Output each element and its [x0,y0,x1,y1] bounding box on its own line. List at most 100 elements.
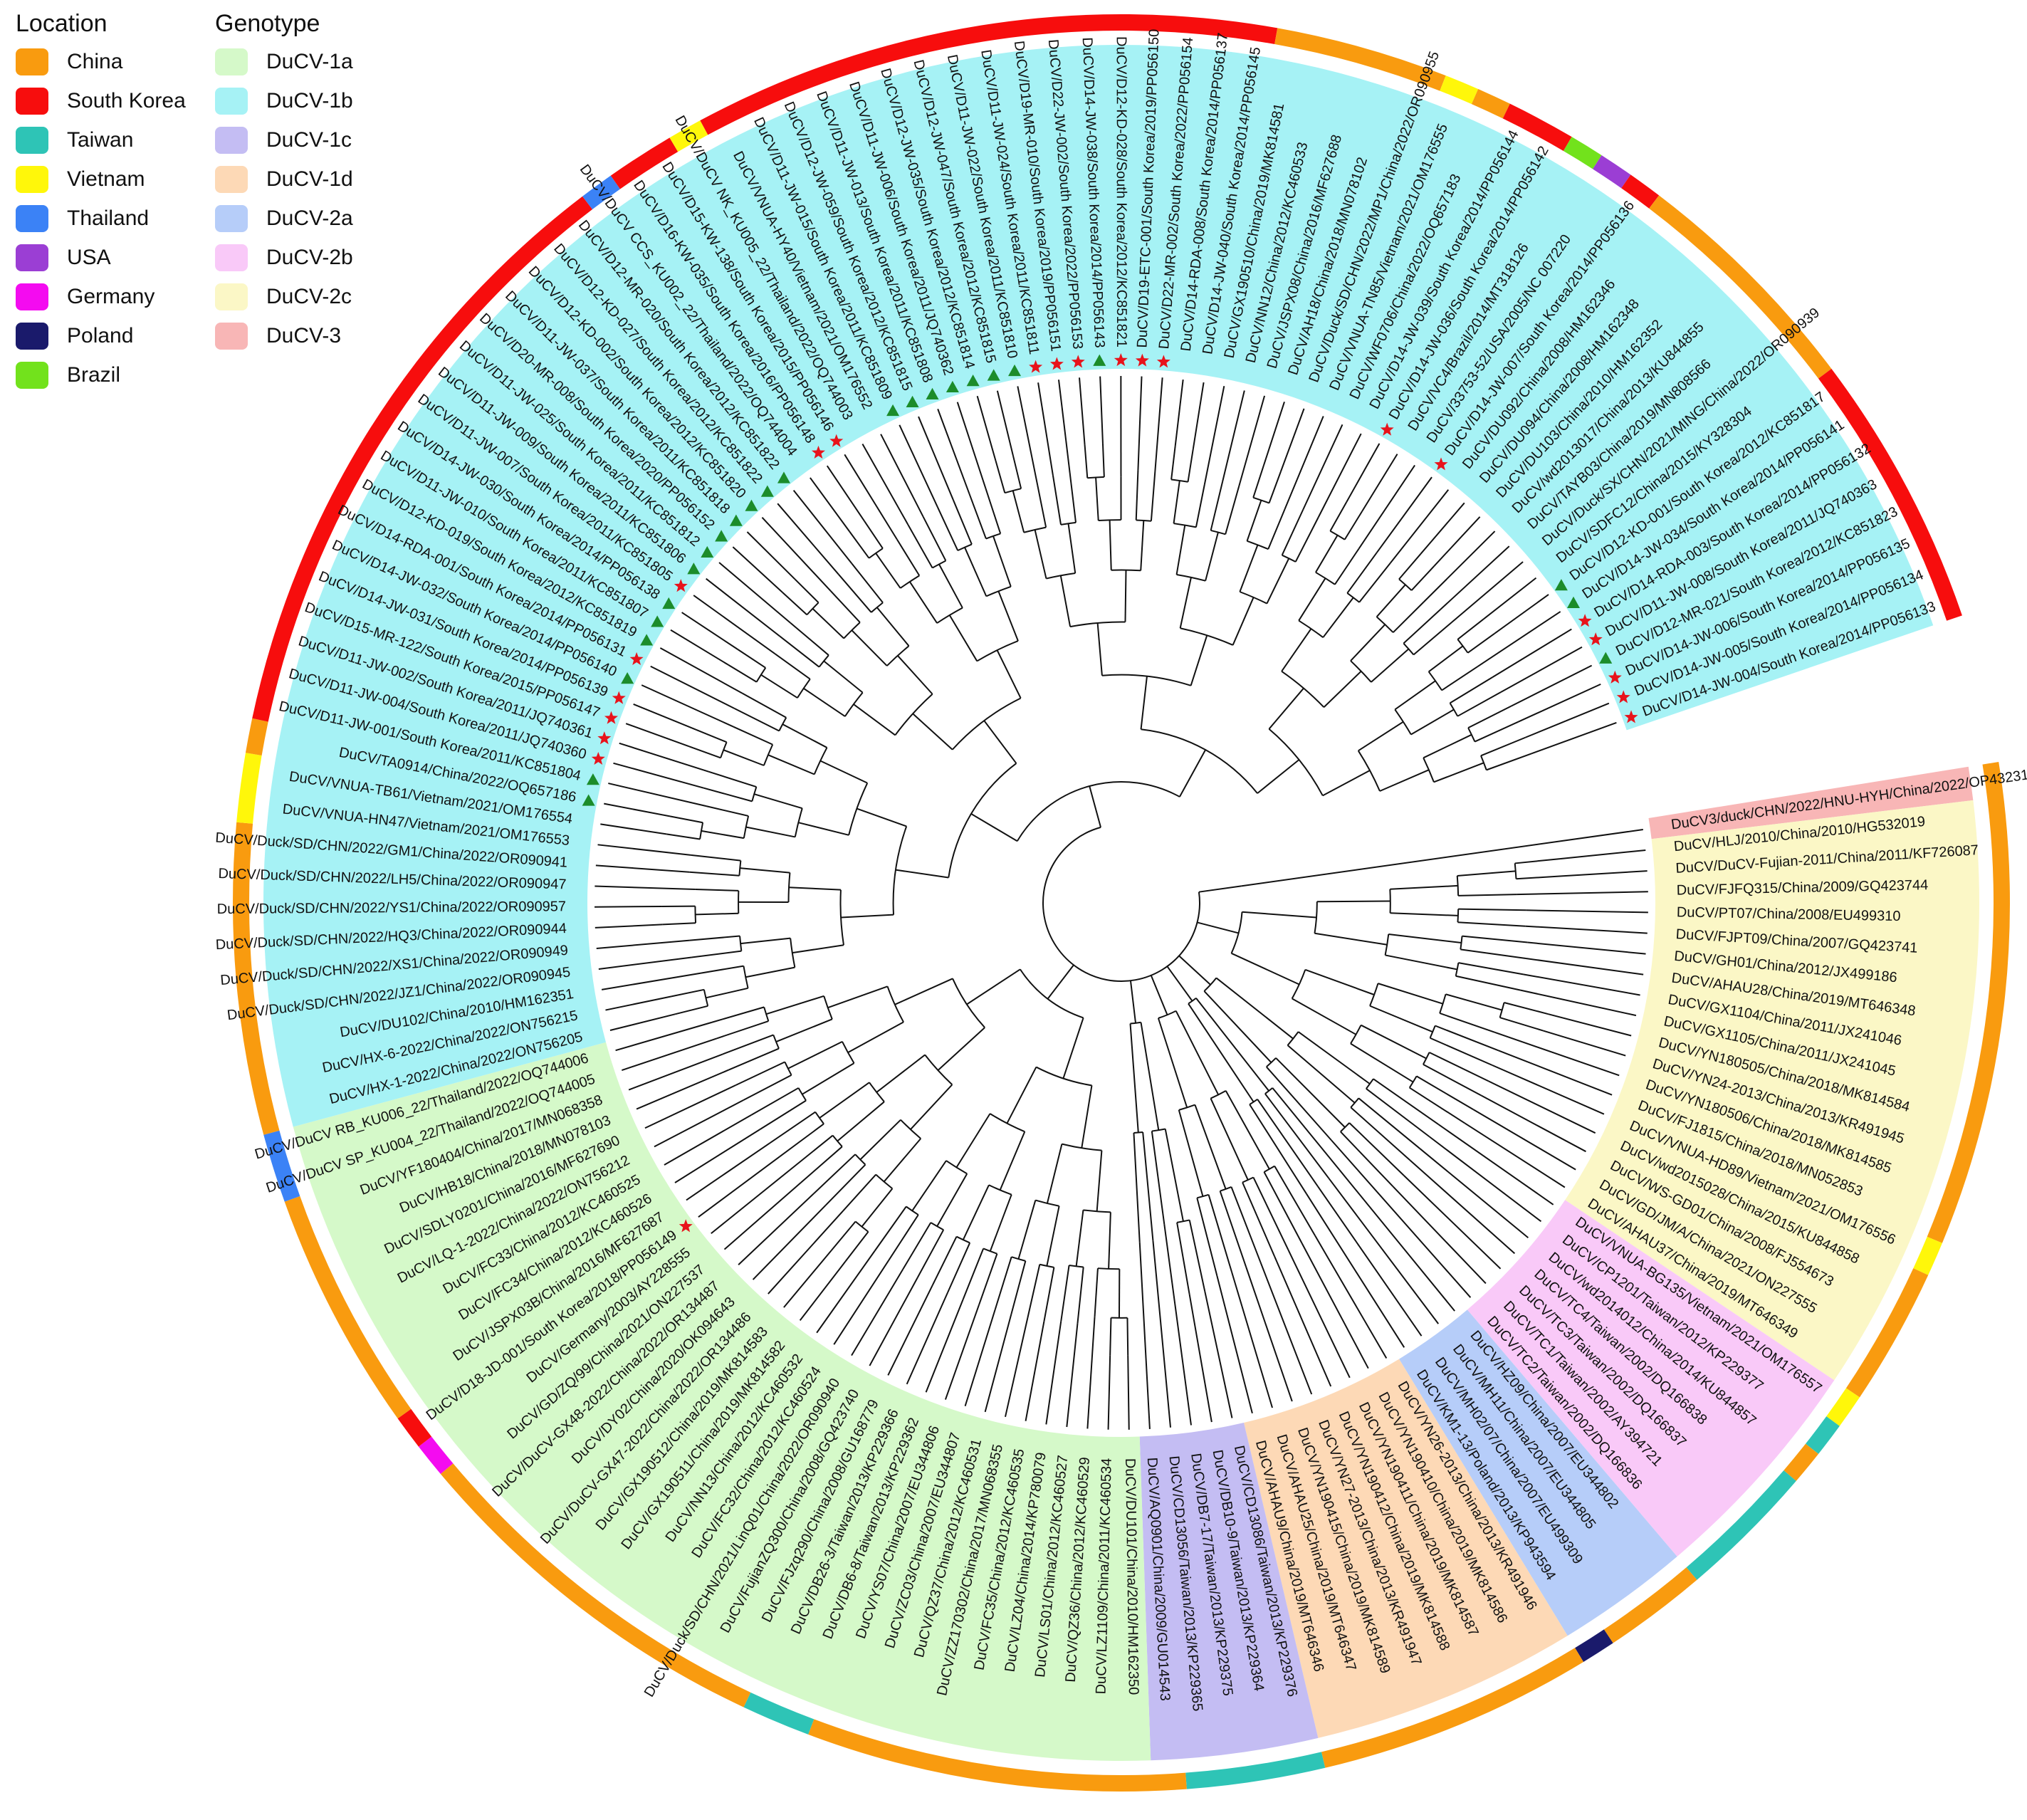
tree-branch [728,1047,780,1071]
tree-branch [1494,1031,1620,1077]
tree-branch [1242,911,1317,919]
tree-branch [1140,676,1148,730]
legend-swatch [215,48,248,75]
legend-swatch [215,165,248,193]
tree-branch [1458,894,1517,896]
tree-branch [615,1021,713,1052]
tree-branch [1188,1003,1255,1103]
tree-branch [670,629,729,666]
legend-item: Germany [16,277,186,316]
tree-branch [864,521,884,549]
tree-branch [1210,481,1224,531]
leaf-label: DuCV/Duck/SD/CHN/2022/YS1/China/2022/OR0… [217,899,566,917]
legend-swatch [16,126,48,154]
genotype-sectors [263,45,1979,1761]
location-ring-segment [440,1463,751,1707]
tree-branch [722,1034,774,1055]
legend-swatch [16,165,48,193]
star-marker-icon [597,731,612,745]
tree-branch [1390,884,1458,890]
location-ring-segment [1649,195,1832,379]
tree-branch [1010,1260,1027,1314]
tree-branch [1334,548,1360,585]
tree-branch [1376,476,1432,553]
tree-branch [1373,1078,1439,1125]
legend-item: China [16,42,186,81]
tree-branch [1190,634,1208,686]
triangle-marker-icon [729,514,743,526]
triangle-marker-icon [946,380,959,393]
tree-branch [703,787,753,802]
location-ring-segment [397,1408,432,1447]
star-marker-icon [1624,710,1638,723]
tree-branch [1101,443,1105,477]
location-ring-segment [245,718,268,756]
tree-branch [838,574,872,613]
tree-branch [1173,480,1180,524]
tree-branch [1124,570,1127,622]
tree-branch [956,402,987,488]
tree-branch [628,1053,723,1091]
tree-branch [1428,645,1464,673]
tree-branch [1385,954,1457,971]
tree-branch [1266,558,1290,605]
location-ring-segment [1621,174,1660,209]
tree-branch [1108,1212,1111,1269]
star-marker-icon [1029,360,1043,373]
legend-swatch [16,87,48,115]
tree-branch [947,1243,971,1293]
tree-branch [1561,870,1648,877]
tree-branch [859,1119,901,1161]
tree-branch [1095,477,1099,521]
legend-item: DuCV-2c [215,277,353,316]
tree-branch [1314,1235,1388,1359]
tree-branch [1457,618,1484,640]
location-ring-segment [1784,1443,1819,1481]
tree-branch [1410,708,1455,736]
tree-branch [1150,975,1168,1015]
tree-branch [1094,1268,1099,1317]
tree-branch [733,726,773,746]
location-ring [233,14,2010,1792]
tree-branch [1494,594,1549,634]
tree-branch [783,1250,832,1308]
star-marker-icon [1616,690,1630,704]
tree-branch [1317,1186,1423,1337]
tree-branch [992,535,1012,587]
tree-branch [1140,1022,1160,1131]
tree-branch [745,966,795,978]
tree-branch [595,905,662,908]
tree-branch [1188,1220,1206,1292]
tree-branch [1410,565,1435,591]
tree-branch [1481,1094,1586,1153]
tree-branch [1429,1136,1542,1223]
tree-branch [1455,975,1521,991]
tree-branch [1467,705,1512,729]
tree-branch [1339,1169,1455,1312]
tree-branch [1012,490,1025,533]
tree-branch [1488,1080,1596,1134]
tree-branch [1369,1005,1433,1033]
legend-label: Vietnam [67,167,145,191]
tree-branch [743,1074,792,1102]
tree-branch [1322,597,1354,638]
tree-branch [1012,456,1022,489]
tree-branch [1525,958,1644,976]
tree-branch [1465,1122,1566,1188]
tree-branch [1166,966,1193,1002]
triangle-marker-icon [621,672,634,684]
tree-branch [1292,998,1357,1035]
tree-branch [819,760,868,784]
legend-item: Poland [16,316,186,355]
tree-branch [907,524,933,569]
tree-branch [1390,489,1450,564]
location-ring-segment [1440,75,1479,105]
tree-branch [1151,1131,1166,1225]
tree-branch [955,1113,991,1168]
tree-branch [1179,749,1207,797]
triangle-marker-icon [662,597,676,610]
tree-branch [1194,1104,1227,1190]
legend-item: DuCV-2a [215,199,353,238]
tree-branch [1331,1139,1472,1298]
tree-branch [1366,1088,1430,1138]
